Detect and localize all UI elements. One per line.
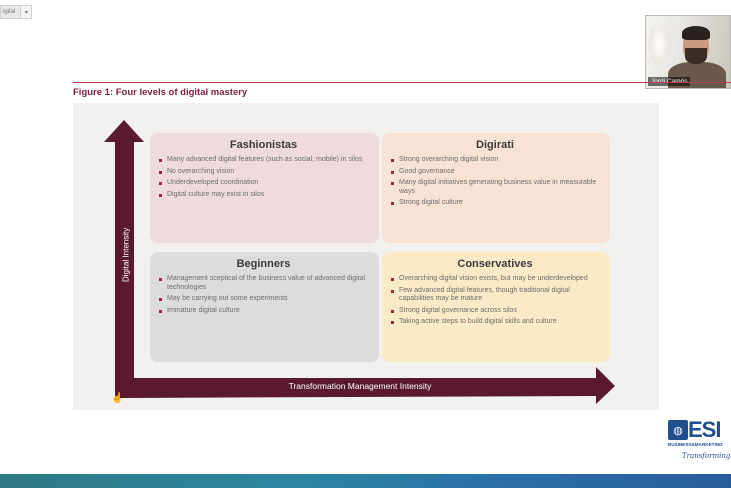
quadrant-title: Digirati (476, 139, 514, 151)
y-axis-label: Digital Intensity (121, 227, 131, 282)
figure-top-rule (73, 82, 646, 83)
list-item: May be carrying out some experiments (158, 295, 369, 304)
quadrant-digirati: Digirati Strong overarching digital visi… (382, 133, 610, 243)
quadrant-conservatives: Conservatives Overarching digital vision… (382, 252, 610, 362)
esi-logo: ◍ ESI BUSINESS&MARKETING Transforming pe (668, 417, 731, 468)
window-title-label: igital (0, 5, 22, 19)
logo-text: ESI (688, 417, 721, 442)
list-item: Management sceptical of the business val… (158, 275, 369, 292)
list-item: Many advanced digital features (such as … (158, 156, 369, 165)
quadrant-fashionistas: Fashionistas Many advanced digital featu… (150, 133, 379, 243)
list-item: No overarching vision (158, 168, 369, 177)
chevron-down-icon[interactable]: ▾ (21, 5, 33, 19)
logo-subtitle: BUSINESS&MARKETING (668, 442, 723, 447)
quadrant-title: Conservatives (457, 258, 533, 270)
list-item: Strong digital culture (390, 199, 600, 208)
figure-title: Figure 1: Four levels of digital mastery (73, 87, 248, 98)
list-item: Few advanced digital features, though tr… (390, 287, 600, 304)
x-axis-arrow (115, 367, 615, 404)
quadrant-title: Fashionistas (229, 139, 298, 151)
participant-name-label: Jordi Camós (648, 77, 691, 86)
participant-video-tile[interactable]: Jordi Camós (645, 15, 731, 89)
list-item: Underdeveloped coordination (158, 179, 369, 188)
hand-cursor-icon: ☝ (111, 393, 124, 404)
list-item: Overarching digital vision exists, but m… (390, 275, 600, 284)
list-item: Strong digital governance across silos (390, 307, 600, 316)
figure-top-rule-right (646, 82, 731, 83)
list-item: Digital culture may exist in silos (158, 191, 369, 200)
video-person-hair (682, 26, 710, 40)
quadrant-beginners: Beginners Management sceptical of the bu… (150, 252, 379, 362)
quadrant-title: Beginners (236, 258, 291, 270)
list-item: Many digital initiatives generating busi… (390, 179, 600, 196)
video-person-beard (685, 48, 707, 64)
list-item: Immature digital culture (158, 307, 369, 316)
logo-tagline: Transforming pe (682, 452, 731, 460)
video-plant (648, 28, 670, 68)
x-axis-label: Transformation Management Intensity (288, 381, 432, 391)
y-axis-arrow (104, 120, 144, 398)
list-item: Good governance (390, 168, 600, 177)
list-item: Taking active steps to build digital ski… (390, 318, 600, 327)
window-title-chip[interactable]: igital ▾ (0, 5, 33, 19)
bottom-banner (0, 474, 731, 488)
list-item: Strong overarching digital vision (390, 156, 600, 165)
globe-icon: ◍ (668, 420, 688, 440)
